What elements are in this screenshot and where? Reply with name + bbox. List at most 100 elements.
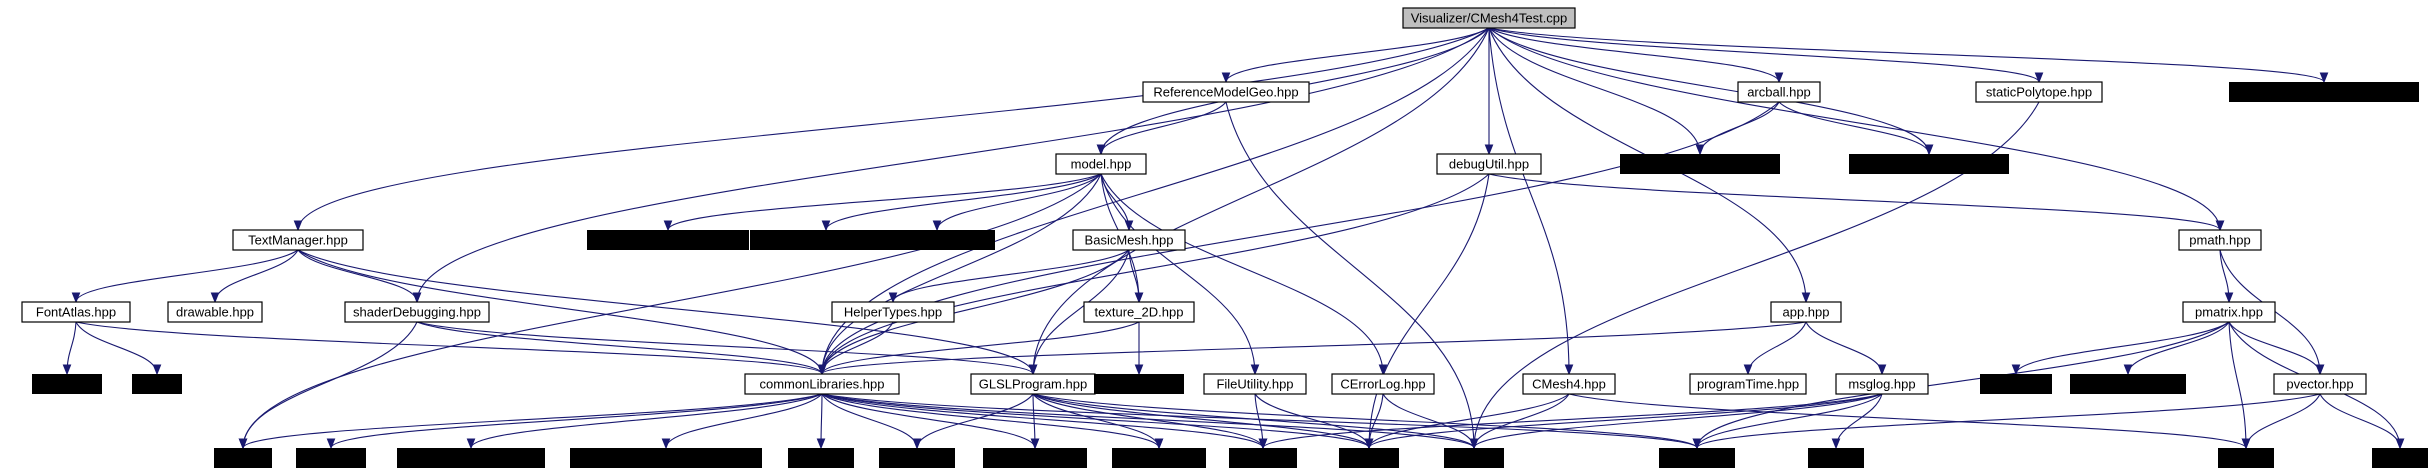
- node-label: app.hpp: [1783, 304, 1830, 319]
- node-label: commonLibraries.hpp: [759, 376, 884, 391]
- node-basicmesh[interactable]: BasicMesh.hpp: [1072, 229, 1186, 251]
- node-soil[interactable]: SOIL/SOIL.h: [1094, 374, 1184, 394]
- node-sstream[interactable]: sstream: [296, 448, 366, 468]
- edge-app-to-commonlibs: [817, 321, 1807, 376]
- edge-root-to-glm_gtx_quat: [1488, 27, 1934, 156]
- node-label: fstream: [1241, 450, 1284, 465]
- edge-model-to-assimp_scene: [932, 173, 1102, 232]
- node-fileutil[interactable]: FileUtility.hpp: [1203, 373, 1307, 395]
- edge-refgeo-to-model: [1096, 101, 1227, 156]
- node-initlist[interactable]: initializer_list: [2070, 374, 2186, 394]
- node-fontatlas[interactable]: FontAtlas.hpp: [21, 301, 131, 323]
- node-box: [2178, 229, 2262, 251]
- node-pmath[interactable]: pmath.hpp: [2178, 229, 2262, 251]
- edge-arrowhead: [1774, 72, 1784, 84]
- node-label: FontAtlas.hpp: [36, 304, 116, 319]
- edge-arrowhead: [2241, 438, 2251, 450]
- node-arcball[interactable]: arcball.hpp: [1737, 81, 1821, 103]
- node-ft2build[interactable]: ft2build.h: [32, 374, 102, 394]
- edge-arrowhead: [932, 220, 942, 232]
- node-memory[interactable]: memory: [788, 448, 854, 468]
- node-assimp_imp[interactable]: assimp/Importer.hpp: [750, 230, 902, 250]
- edge-cmesh4-to-vector: [1469, 393, 1570, 450]
- node-box: [1835, 373, 1929, 395]
- node-debugutil[interactable]: debugUtil.hpp: [1436, 153, 1542, 175]
- node-glm_gtx_transform[interactable]: glm/gtx/transform.hpp: [397, 448, 545, 468]
- edge-arrowhead: [816, 438, 826, 450]
- node-box: [296, 448, 366, 468]
- edge-line: [1032, 393, 1475, 449]
- node-root[interactable]: Visualizer/CMesh4Test.cpp: [1402, 7, 1576, 29]
- node-label: GL/glew.h: [888, 450, 946, 465]
- edge-line: [821, 249, 1130, 375]
- node-stdio[interactable]: stdio.h: [214, 448, 272, 468]
- node-glm_gtc_mattrans[interactable]: glm/gtc/matrix_transform.hpp: [570, 448, 762, 468]
- node-map[interactable]: map: [132, 374, 182, 394]
- node-box: [1620, 154, 1780, 174]
- node-commonlibs[interactable]: commonLibraries.hpp: [744, 373, 900, 395]
- edge-fontatlas-to-ft2build: [62, 321, 77, 376]
- node-cerrorlog[interactable]: CErrorLog.hpp: [1331, 373, 1435, 395]
- edge-line: [1032, 393, 1160, 449]
- edge-arrowhead: [1484, 144, 1494, 156]
- edge-arrowhead: [71, 292, 81, 304]
- node-box: [1094, 374, 1184, 394]
- node-glm_glm[interactable]: glm/glm.hpp: [1112, 448, 1206, 468]
- node-staticpoly[interactable]: staticPolytope.hpp: [1975, 81, 2103, 103]
- node-cmath[interactable]: cmath: [2372, 448, 2428, 468]
- edge-arrowhead: [817, 364, 827, 376]
- node-box: [587, 230, 749, 250]
- node-fstream[interactable]: fstream: [1229, 448, 1297, 468]
- node-refgeo[interactable]: ReferenceModelGeo.hpp: [1142, 81, 1310, 103]
- node-iomanip[interactable]: iomanip: [1980, 374, 2052, 394]
- edge-line: [1368, 393, 1570, 449]
- node-iostream[interactable]: iostream: [1659, 448, 1735, 468]
- node-app[interactable]: app.hpp: [1770, 301, 1842, 323]
- node-box: [831, 301, 955, 323]
- node-helpertypes[interactable]: HelperTypes.hpp: [831, 301, 955, 323]
- node-box: [983, 448, 1087, 468]
- node-programtime[interactable]: programTime.hpp: [1689, 373, 1807, 395]
- node-glfw[interactable]: GLFW/glfw3.h: [983, 448, 1087, 468]
- node-drawable[interactable]: drawable.hpp: [167, 301, 263, 323]
- edge-arrowhead: [293, 220, 303, 232]
- node-string[interactable]: string: [1339, 448, 1399, 468]
- edge-line: [916, 393, 1034, 449]
- node-box: [879, 448, 955, 468]
- node-texture2d[interactable]: texture_2D.hpp: [1083, 301, 1195, 323]
- node-label: glm/gtc/matrix_inverse.hpp: [2246, 84, 2401, 99]
- node-cmesh4[interactable]: CMesh4.hpp: [1522, 373, 1616, 395]
- edge-line: [470, 393, 823, 449]
- node-textmgr[interactable]: TextManager.hpp: [232, 229, 364, 251]
- node-label: programTime.hpp: [1697, 376, 1799, 391]
- edge-model-to-fileutil: [1100, 173, 1260, 376]
- node-glm_gtx_quat[interactable]: glm/gtx/quaternion.hpp: [1849, 154, 2009, 174]
- edge-line: [821, 393, 1036, 449]
- edge-line: [242, 321, 418, 449]
- edge-arrowhead: [2315, 364, 2325, 376]
- node-model[interactable]: model.hpp: [1055, 153, 1147, 175]
- edge-line: [1488, 27, 1701, 155]
- node-box: [214, 448, 272, 468]
- edge-arrowhead: [1258, 438, 1268, 450]
- node-glm_matinv[interactable]: glm/gtc/matrix_inverse.hpp: [2229, 82, 2419, 102]
- node-shaderdbg[interactable]: shaderDebugging.hpp: [344, 301, 490, 323]
- node-box: [1980, 374, 2052, 394]
- node-glew[interactable]: GL/glew.h: [879, 448, 955, 468]
- node-box: [2218, 448, 2274, 468]
- node-assimp_pp[interactable]: assimp/postprocess.h: [587, 230, 749, 250]
- node-pvector[interactable]: pvector.hpp: [2273, 373, 2367, 395]
- edge-arrowhead: [1221, 72, 1231, 84]
- node-assimp_scene[interactable]: assimp/scene.h: [879, 230, 995, 250]
- node-box: [397, 448, 545, 468]
- edge-line: [1254, 393, 1370, 449]
- node-glm_gtc_quat[interactable]: glm/gtc/quaternion.hpp: [1620, 154, 1780, 174]
- node-vector[interactable]: vector: [1444, 448, 1504, 468]
- node-box: [1402, 7, 1576, 29]
- node-msglog[interactable]: msglog.hpp: [1835, 373, 1929, 395]
- edge-line: [1488, 27, 2040, 83]
- node-glslprog[interactable]: GLSLProgram.hpp: [970, 373, 1096, 395]
- node-pmatrix[interactable]: pmatrix.hpp: [2182, 301, 2276, 323]
- node-array[interactable]: array: [2218, 448, 2274, 468]
- node-ctime[interactable]: ctime: [1808, 448, 1864, 468]
